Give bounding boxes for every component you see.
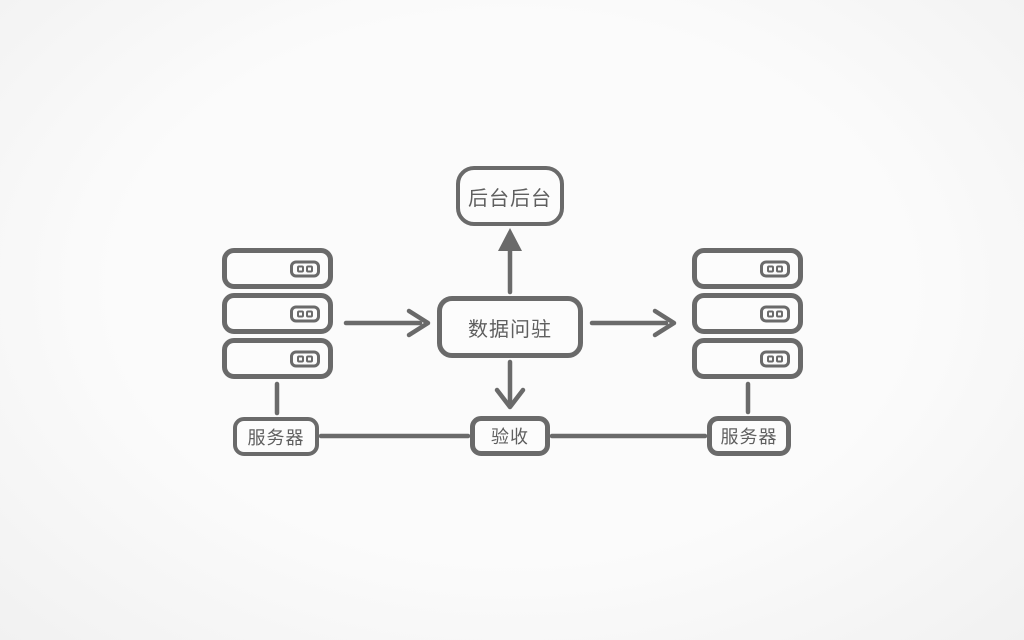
node-server-right: 服务器: [707, 416, 791, 456]
server-ports-icon: [290, 350, 320, 367]
server-port-dot-icon: [306, 355, 313, 362]
node-server-left: 服务器: [233, 417, 319, 456]
server-port-dot-icon: [297, 310, 304, 317]
arrow-right-icon: [406, 308, 431, 338]
server-port-dot-icon: [776, 355, 783, 362]
server-port-dot-icon: [306, 265, 313, 272]
node-server-left-label: 服务器: [247, 427, 305, 449]
server-ports-icon: [760, 350, 790, 367]
node-server-right-label: 服务器: [720, 427, 778, 448]
server-stack-left: [222, 248, 333, 379]
server-port-dot-icon: [297, 355, 304, 362]
node-data-process: 数据问驻: [437, 296, 583, 358]
server-ports-icon: [290, 305, 320, 322]
server-port-dot-icon: [776, 265, 783, 272]
server-port-dot-icon: [776, 310, 783, 317]
server-unit-icon: [222, 293, 333, 334]
node-acceptance: 验收: [470, 416, 550, 456]
node-acceptance-label: 验收: [491, 427, 529, 448]
server-port-dot-icon: [297, 265, 304, 272]
server-unit-icon: [222, 338, 333, 379]
server-unit-icon: [692, 293, 803, 334]
arrow-right-icon: [652, 308, 677, 338]
server-unit-icon: [692, 338, 803, 379]
server-ports-icon: [760, 305, 790, 322]
server-port-dot-icon: [767, 265, 774, 272]
server-ports-icon: [290, 260, 320, 277]
server-port-dot-icon: [306, 310, 313, 317]
node-backend: 后台后台: [456, 166, 564, 226]
node-backend-label: 后台后台: [468, 185, 552, 210]
node-data-process-label: 数据问驻: [468, 316, 552, 341]
arrow-up-icon: [498, 228, 522, 251]
server-stack-right: [692, 248, 803, 379]
arrow-down-icon: [494, 387, 526, 410]
server-port-dot-icon: [767, 310, 774, 317]
server-port-dot-icon: [767, 355, 774, 362]
server-unit-icon: [692, 248, 803, 289]
server-unit-icon: [222, 248, 333, 289]
server-ports-icon: [760, 260, 790, 277]
